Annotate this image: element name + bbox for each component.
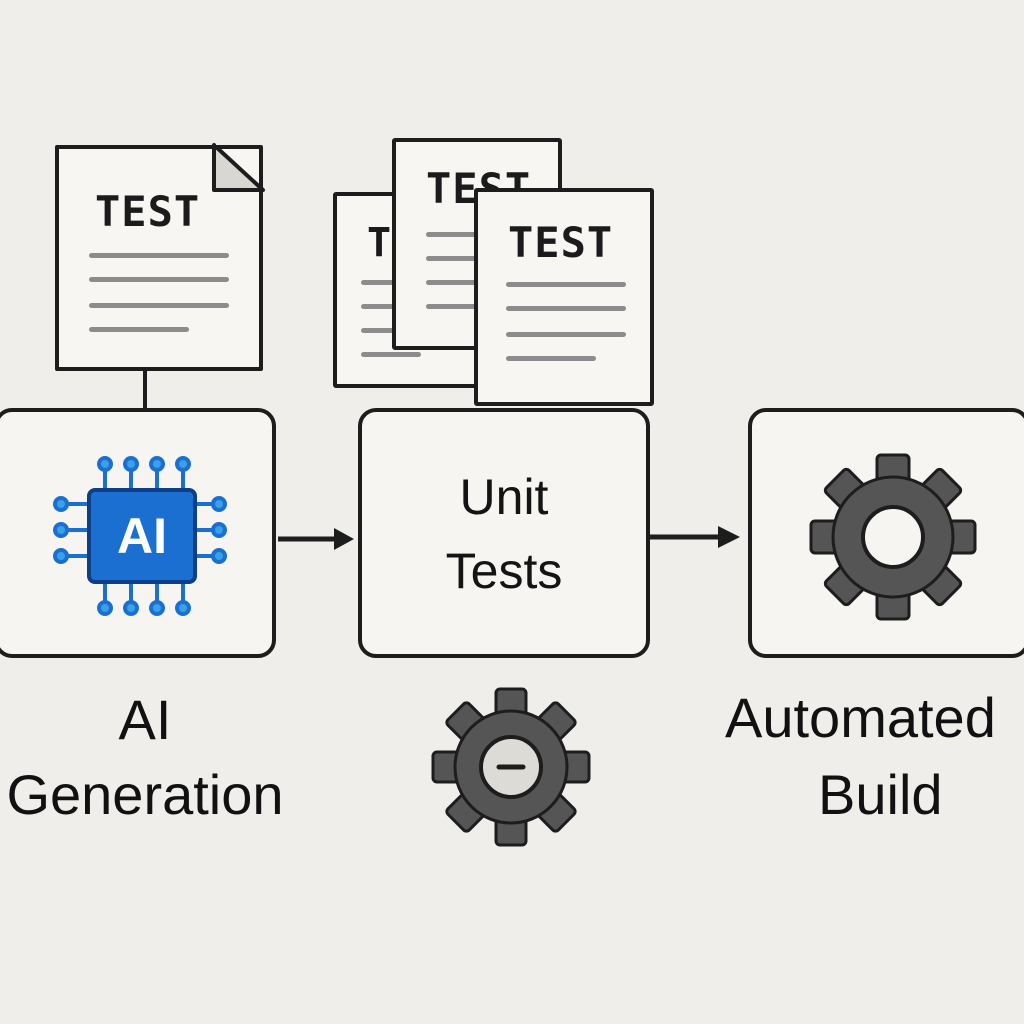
text-line [426, 304, 482, 309]
text-line [506, 306, 626, 311]
automated-build-caption-line1: Automated [725, 686, 996, 749]
ai-generation-caption-line2: Generation [6, 763, 284, 826]
ai-chip-label: AI [117, 508, 167, 564]
text-line [89, 303, 229, 308]
text-line [426, 232, 482, 237]
test-document-front: TEST [474, 188, 654, 406]
ai-generation-box: AI [0, 408, 276, 658]
folded-corner [212, 143, 268, 192]
text-line [361, 304, 411, 309]
document-title: T [367, 220, 393, 266]
automated-build-box [748, 408, 1024, 658]
text-line [506, 282, 626, 287]
text-line [361, 328, 411, 333]
ai-chip-icon [53, 456, 227, 616]
text-line [361, 280, 411, 285]
gear-icon [809, 453, 977, 621]
unit-tests-box: Unit Tests [358, 408, 650, 658]
document-title: TEST [95, 187, 201, 236]
unit-tests-label-line2: Tests [445, 543, 563, 599]
gear-minus-icon [431, 687, 591, 847]
text-line [89, 253, 229, 258]
test-document: TEST [55, 143, 268, 371]
text-line [89, 327, 189, 332]
text-line [361, 352, 421, 357]
document-title: TEST [508, 218, 614, 267]
text-line [426, 256, 482, 261]
ai-generation-caption-line1: AI [118, 688, 172, 751]
unit-tests-label-line1: Unit [459, 469, 549, 525]
text-line [89, 277, 229, 282]
text-line [506, 332, 626, 337]
automated-build-caption-line2: Build [818, 763, 943, 826]
text-line [426, 280, 482, 285]
text-line [506, 356, 596, 361]
